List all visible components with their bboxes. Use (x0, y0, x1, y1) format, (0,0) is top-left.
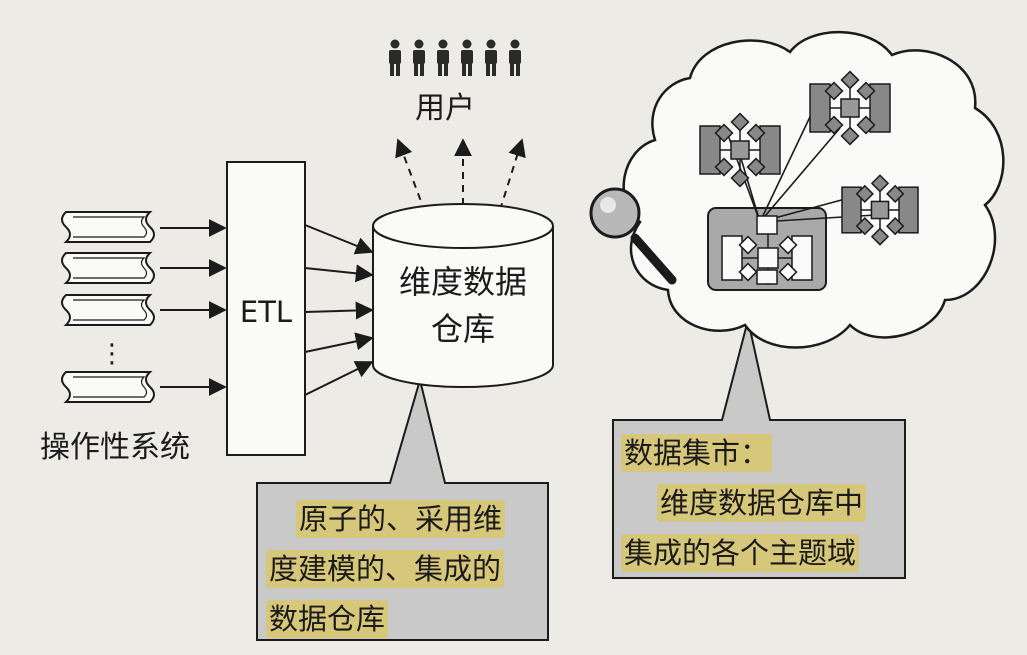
cylinder-database-icon (372, 203, 554, 388)
source-to-etl-arrows (160, 219, 227, 396)
etl-label: ETL (240, 295, 292, 329)
dots: ⋮ (99, 339, 125, 369)
etl-to-warehouse-arrows (304, 224, 374, 396)
star-schema-clusters (699, 70, 919, 285)
magnifier-icon (589, 187, 677, 285)
person-icon (461, 39, 473, 76)
callout-right-line1: 数据集市： (621, 434, 773, 472)
star-schema (841, 174, 919, 246)
person-icon (437, 39, 449, 76)
operational-system (61, 371, 155, 403)
callout-right-line2: 维度数据仓库中 (657, 484, 867, 522)
star-schema (699, 112, 781, 188)
person-icon (509, 39, 521, 76)
callout-left-text: 原子的、采用维 度建模的、集成的 数据仓库 (266, 494, 546, 644)
callout-left-line2: 度建模的、集成的 (266, 550, 505, 588)
users-label: 用户 (415, 91, 475, 126)
scroll-icon (61, 211, 155, 403)
callout-left-line3: 数据仓库 (266, 600, 389, 638)
person-icon (389, 39, 401, 76)
operational-system (61, 294, 155, 326)
person-icon (413, 39, 425, 76)
person-icon (485, 39, 497, 76)
callout-left-line1: 原子的、采用维 (296, 500, 506, 538)
people-icon (389, 39, 521, 76)
operational-system (61, 252, 155, 284)
etl-box (226, 161, 306, 456)
callout-right-text: 数据集市： 维度数据仓库中 集成的各个主题域 (621, 428, 903, 578)
operational-system (61, 211, 155, 243)
callout-right-line3: 集成的各个主题域 (621, 534, 860, 572)
warehouse-label-line2: 仓库 (431, 310, 495, 348)
sources-label: 操作性系统 (40, 430, 190, 465)
cloud (622, 30, 1005, 349)
star-schema (809, 70, 891, 146)
user-arrows (395, 138, 526, 213)
mart-star-schema (721, 215, 813, 285)
warehouse-label-line1: 维度数据 (399, 263, 527, 301)
